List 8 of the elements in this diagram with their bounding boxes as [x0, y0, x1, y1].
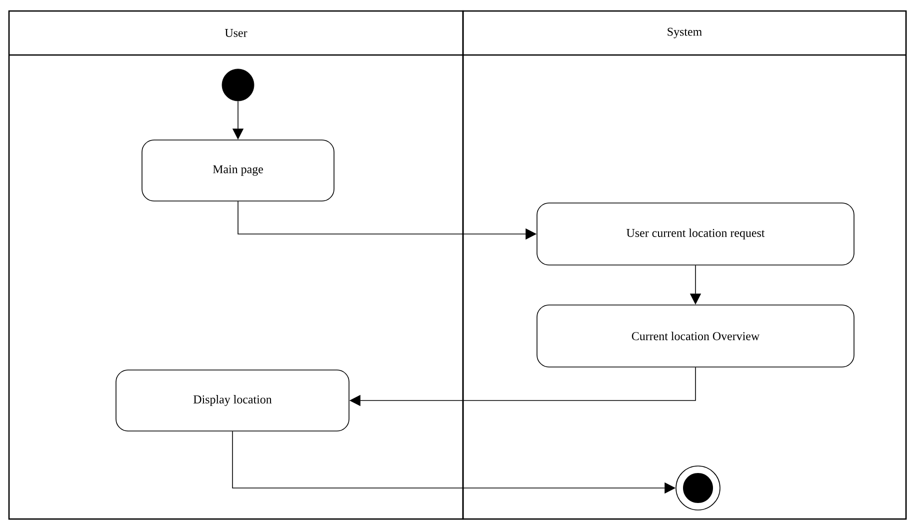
start-node — [222, 68, 254, 102]
lane-title: User — [224, 29, 248, 37]
end-node — [676, 466, 720, 510]
activity-box: Current location Overview — [536, 304, 854, 368]
lane-title: System — [668, 28, 702, 38]
activity-box: User current location request — [536, 202, 854, 266]
activity-box: Display location — [116, 370, 350, 432]
activity-box: Main page — [142, 140, 334, 202]
